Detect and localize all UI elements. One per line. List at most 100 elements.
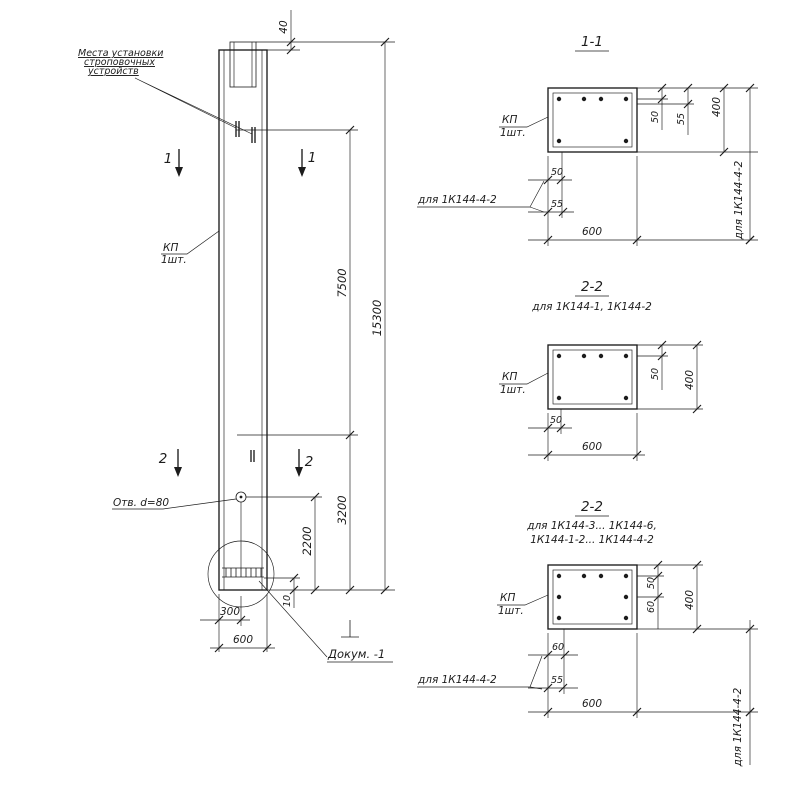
dim-600: 600 (233, 634, 253, 646)
kp-label: КП (163, 242, 178, 254)
section-1-label: 1 (164, 151, 173, 167)
dokum-note: Докум. -1 (327, 647, 385, 661)
section-subtitle-2: 1К144-1-2... 1К144-4-2 (530, 534, 654, 546)
section-mark-2-right: 2 (295, 449, 313, 477)
rebar-dots (556, 573, 629, 621)
section-arrow-icon (295, 467, 303, 477)
section-outline (547, 564, 638, 630)
dim-left-b: 55 (551, 675, 563, 686)
dim-right-b: 55 (676, 113, 687, 125)
section-outline (547, 87, 638, 153)
note-left: для 1К144-4-2 (417, 674, 497, 686)
right-dim-ticks (657, 340, 702, 414)
rebar-dots (556, 96, 629, 144)
elevation-dimensions: 40 7500 15300 3200 2200 10 300 600 (200, 10, 395, 653)
dim-2200: 2200 (300, 526, 314, 555)
dim-15300: 15300 (370, 300, 384, 337)
dim-width: 600 (582, 698, 602, 710)
bottom-dim-ticks (543, 423, 642, 460)
column-inner-edges (223, 50, 263, 590)
dim-right-a: 50 (650, 368, 661, 380)
section-arrow-icon (175, 167, 183, 177)
dim-height: 400 (684, 590, 696, 610)
section-subtitle: для 1К144-1, 1К144-2 (531, 301, 652, 313)
note-right: для 1К144-4-2 (733, 160, 745, 240)
lifting-note-line2: строповочных (84, 57, 155, 68)
kp-leader (161, 230, 220, 255)
dim-width: 600 (582, 226, 602, 238)
note-left-leader (417, 180, 545, 213)
dim-right-a: 50 (646, 577, 657, 589)
lifting-note-line3: устройств (87, 66, 139, 77)
section-title: 2-2 (581, 279, 603, 295)
dim-ticks (214, 37, 390, 653)
hole-center (239, 495, 243, 499)
section-view-1-1: 1-1 КП 1шт. 50 55 400 для 1К144-4-2 50 5… (417, 34, 758, 246)
stirrup (552, 92, 633, 148)
kp-qty: 1шт. (161, 254, 187, 266)
section-2-label: 2 (159, 451, 168, 467)
bottom-plate (222, 567, 264, 578)
dim-10: 10 (282, 595, 293, 607)
dim-left-b: 55 (551, 199, 563, 210)
section-2-label: 2 (305, 454, 314, 470)
kp-leader (497, 594, 549, 606)
kp-qty: 1шт. (500, 127, 526, 139)
right-dim-lines (637, 344, 703, 410)
bottom-dim-ticks (543, 650, 755, 717)
section-title: 2-2 (581, 499, 603, 515)
dim-width: 600 (582, 441, 602, 453)
top-insert (229, 41, 257, 88)
note-left-leader (417, 655, 543, 690)
section-view-2-2b: 2-2 для 1К144-3... 1К144-6, 1К144-1-2...… (417, 499, 758, 767)
dokum-leader (258, 580, 328, 658)
dim-height: 400 (684, 370, 696, 390)
fixture-mark (250, 450, 255, 462)
dim-7500: 7500 (335, 268, 349, 297)
bottom-dim-lines (528, 152, 758, 246)
stirrup (552, 569, 633, 625)
dim-right-b: 60 (646, 601, 657, 613)
right-dim-lines (637, 87, 758, 240)
top-insert-inner (233, 42, 253, 87)
section-mark-2-left: 2 (159, 449, 182, 477)
extension-lines (218, 41, 395, 652)
dim-right-a: 50 (650, 111, 661, 123)
note-right: для 1К144-4-2 (732, 687, 744, 767)
section-outline (547, 344, 638, 410)
lifting-note-line1: Места установки (78, 48, 163, 59)
dimension-lines (200, 10, 386, 649)
bottom-dim-lines (528, 629, 758, 718)
section-arrow-icon (174, 467, 182, 477)
bottom-dim-ticks (543, 175, 755, 245)
dim-left-a: 50 (551, 167, 563, 178)
lifting-note-leaders (134, 77, 253, 135)
dim-left-a: 60 (552, 642, 564, 653)
hole-note: Отв. d=80 (113, 497, 169, 509)
column-elevation: Места установки строповочных устройств 1… (78, 41, 393, 663)
section-arrow-icon (298, 167, 306, 177)
column-outline (218, 49, 268, 591)
dim-40: 40 (278, 20, 290, 34)
dim-300: 300 (220, 606, 240, 618)
note-left: для 1К144-4-2 (417, 194, 497, 206)
section-subtitle-1: для 1К144-3... 1К144-6, (526, 520, 657, 532)
kp-label: КП (502, 371, 517, 383)
dim-height: 400 (711, 97, 723, 117)
section-1-label: 1 (308, 150, 317, 166)
section-mark-1-left: 1 (164, 149, 183, 177)
dim-left-a: 50 (550, 415, 562, 426)
section-view-2-2a: 2-2 для 1К144-1, 1К144-2 КП 1шт. 50 400 … (499, 279, 703, 461)
lifting-marks (235, 121, 256, 143)
hole-leader (112, 498, 237, 510)
kp-qty: 1шт. (500, 384, 526, 396)
kp-label: КП (500, 592, 515, 604)
stirrup (552, 349, 633, 405)
datum-symbol-icon (341, 620, 359, 638)
right-dim-ticks (653, 560, 755, 717)
kp-leader (499, 372, 549, 385)
dim-3200: 3200 (335, 495, 349, 524)
kp-label: КП (502, 114, 517, 126)
kp-leader (499, 116, 549, 128)
